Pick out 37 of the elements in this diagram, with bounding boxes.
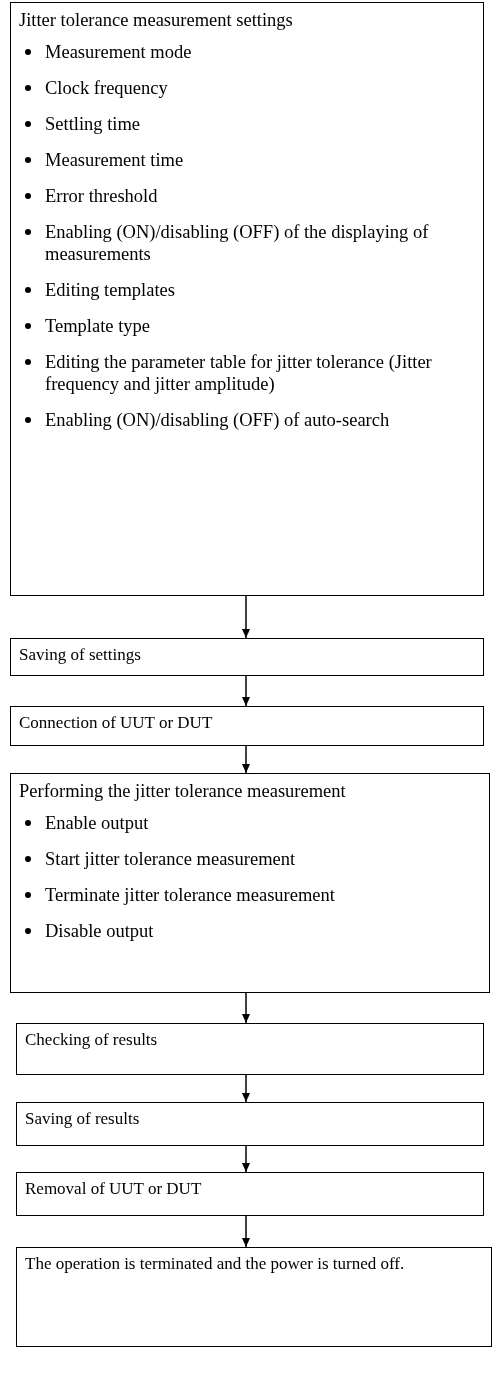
- step-heading: Jitter tolerance measurement settings: [19, 9, 294, 31]
- step-text: Removal of UUT or DUT: [25, 1179, 203, 1199]
- list-item: Measurement time: [45, 150, 184, 170]
- list-item: Enable output: [45, 813, 149, 833]
- arrow: [242, 675, 250, 707]
- list-item: Measurement mode: [45, 42, 192, 62]
- list-item: Disable output: [45, 921, 154, 941]
- step-text: Saving of results: [25, 1109, 141, 1129]
- step-heading: Performing the jitter tolerance measurement: [19, 780, 347, 802]
- step-text: The operation is terminated and the power is turned off.: [25, 1254, 406, 1274]
- arrow: [242, 992, 250, 1024]
- process-box: [10, 638, 484, 676]
- process-box: [16, 1172, 484, 1216]
- arrow: [242, 1074, 250, 1103]
- list-item: Enabling (ON)/disabling (OFF) of the displaying of measurements: [45, 222, 429, 264]
- list-item: Enabling (ON)/disabling (OFF) of auto-search: [45, 410, 390, 430]
- arrow: [242, 745, 250, 774]
- step-box-with-list: [10, 2, 484, 596]
- list-item: Template type: [45, 316, 151, 336]
- arrow: [242, 1145, 250, 1173]
- list-item: Terminate jitter tolerance measurement: [45, 885, 335, 905]
- list-item: Start jitter tolerance measurement: [45, 849, 296, 869]
- process-box: [16, 1102, 484, 1146]
- process-box: [16, 1023, 484, 1075]
- list-item: Error threshold: [45, 186, 158, 206]
- step-box-with-list: [10, 773, 490, 993]
- step-text: Saving of settings: [19, 645, 142, 665]
- arrow: [242, 595, 250, 639]
- list-item: Settling time: [45, 114, 141, 134]
- list-item: Clock frequency: [45, 78, 168, 98]
- list-item: Editing the parameter table for jitter tolerance (Jitter frequency and jitter amplitude): [45, 352, 432, 394]
- list-item: Editing templates: [45, 280, 175, 300]
- process-box: [10, 706, 484, 746]
- arrow: [242, 1215, 250, 1248]
- process-box: [16, 1247, 492, 1347]
- step-text: Connection of UUT or DUT: [19, 713, 214, 733]
- step-text: Checking of results: [25, 1030, 159, 1050]
